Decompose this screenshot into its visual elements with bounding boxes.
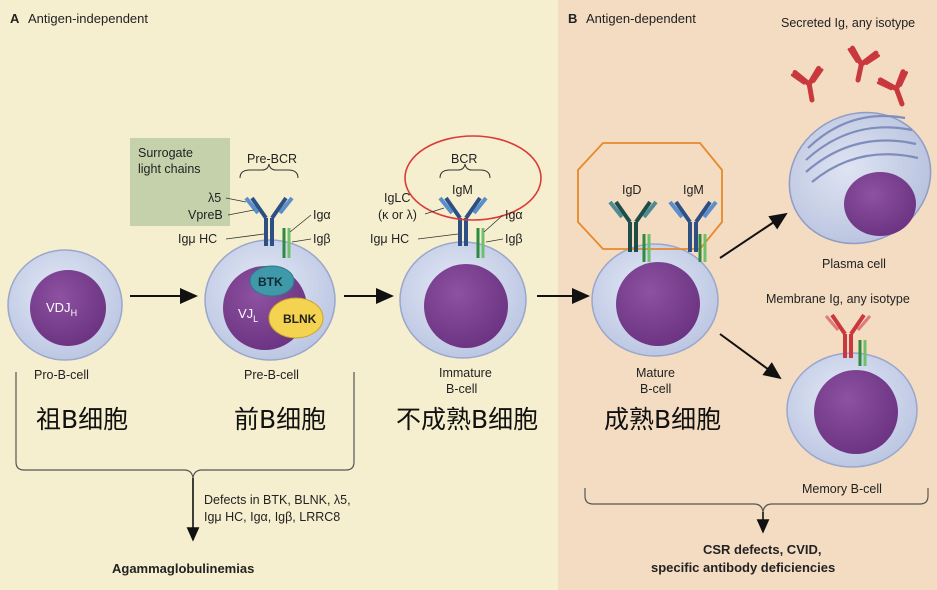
defects-b-line2: specific antibody deficiencies bbox=[651, 560, 835, 575]
panel-a-letter: A bbox=[10, 11, 20, 26]
surrogate-light-chains-box bbox=[130, 138, 230, 226]
immature-label-line1: Immature bbox=[439, 366, 492, 380]
bcr-label: BCR bbox=[451, 152, 477, 166]
igd-label: IgD bbox=[622, 183, 641, 197]
memory-nucleus bbox=[814, 370, 898, 454]
immature-chinese-label: 不成熟B细胞 bbox=[396, 405, 538, 434]
igm-receptor-mature bbox=[668, 200, 718, 262]
memory-membrane-antibody bbox=[824, 313, 872, 366]
mature-b-nucleus bbox=[616, 262, 700, 346]
immature-bcr-receptor bbox=[438, 196, 488, 258]
igm-label-mature: IgM bbox=[683, 183, 704, 197]
pro-b-cell: VDJH bbox=[7, 249, 123, 361]
igmu-hc-label: Igμ HC bbox=[178, 232, 217, 246]
bcr-highlight-circle bbox=[404, 135, 542, 221]
defects-b-line1: CSR defects, CVID, bbox=[703, 542, 821, 557]
secreted-ig-label: Secreted Ig, any isotype bbox=[781, 16, 915, 30]
btk-label: BTK bbox=[258, 275, 283, 289]
pre-bcr-receptor bbox=[244, 196, 294, 258]
igd-receptor bbox=[608, 200, 658, 262]
pro-b-nucleus bbox=[30, 270, 106, 346]
pre-b-nucleus-label: VJL bbox=[238, 306, 258, 324]
plasma-cell-label: Plasma cell bbox=[822, 257, 886, 271]
surrogate-label-line2: light chains bbox=[138, 162, 201, 176]
vpreb-label: VpreB bbox=[188, 208, 223, 222]
agammaglobulinemias-label: Agammaglobulinemias bbox=[112, 561, 254, 576]
iglc-label-line1: IgLC bbox=[384, 191, 410, 205]
arrow-mature-to-plasma bbox=[719, 212, 788, 259]
btk-protein bbox=[249, 265, 295, 297]
immature-label-line2: B-cell bbox=[446, 382, 477, 396]
memory-b-cell bbox=[786, 352, 918, 468]
pro-b-chinese-label: 祖B细胞 bbox=[36, 405, 128, 434]
pre-bcr-label: Pre-BCR bbox=[247, 152, 297, 166]
igbeta-label: Igβ bbox=[313, 232, 331, 246]
arrow-mature-to-memory bbox=[719, 333, 782, 380]
panel-a-title: Antigen-independent bbox=[28, 11, 148, 26]
immature-b-nucleus bbox=[424, 264, 508, 348]
mature-label-line1: Mature bbox=[636, 366, 675, 380]
igalpha-label-immature: Igα bbox=[505, 208, 523, 222]
igbeta-label-immature: Igβ bbox=[505, 232, 523, 246]
mature-b-cell bbox=[591, 243, 719, 357]
pro-b-nucleus-label: VDJH bbox=[46, 300, 77, 318]
immature-b-cell bbox=[399, 241, 527, 359]
pre-b-cell: VJL BLNK BTK bbox=[204, 239, 336, 361]
plasma-cell bbox=[788, 111, 932, 245]
defects-a-line1: Defects in BTK, BLNK, λ5, bbox=[204, 493, 351, 507]
pre-bcr-brace bbox=[239, 163, 299, 179]
mature-chinese-label: 成熟B细胞 bbox=[604, 405, 721, 434]
iglc-label-line2: (κ or λ) bbox=[378, 208, 417, 222]
blnk-protein bbox=[268, 297, 324, 339]
igalpha-label: Igα bbox=[313, 208, 331, 222]
memory-b-label: Memory B-cell bbox=[802, 482, 882, 496]
surrogate-label-line1: Surrogate bbox=[138, 146, 193, 160]
blnk-label: BLNK bbox=[283, 312, 317, 326]
panel-b-letter: B bbox=[568, 11, 577, 26]
igm-label-immature: IgM bbox=[452, 183, 473, 197]
membrane-ig-label: Membrane Ig, any isotype bbox=[766, 292, 910, 306]
mature-label-line2: B-cell bbox=[640, 382, 671, 396]
pro-b-label: Pro-B-cell bbox=[34, 368, 89, 382]
pre-b-label: Pre-B-cell bbox=[244, 368, 299, 382]
plasma-nucleus bbox=[844, 172, 916, 236]
panel-b-title: Antigen-dependent bbox=[586, 11, 696, 26]
pre-b-chinese-label: 前B细胞 bbox=[234, 405, 326, 434]
igmu-hc-label-immature: Igμ HC bbox=[370, 232, 409, 246]
lambda5-label: λ5 bbox=[208, 191, 221, 205]
defects-a-line2: Igμ HC, Igα, Igβ, LRRC8 bbox=[204, 510, 340, 524]
bcr-brace bbox=[439, 163, 491, 179]
